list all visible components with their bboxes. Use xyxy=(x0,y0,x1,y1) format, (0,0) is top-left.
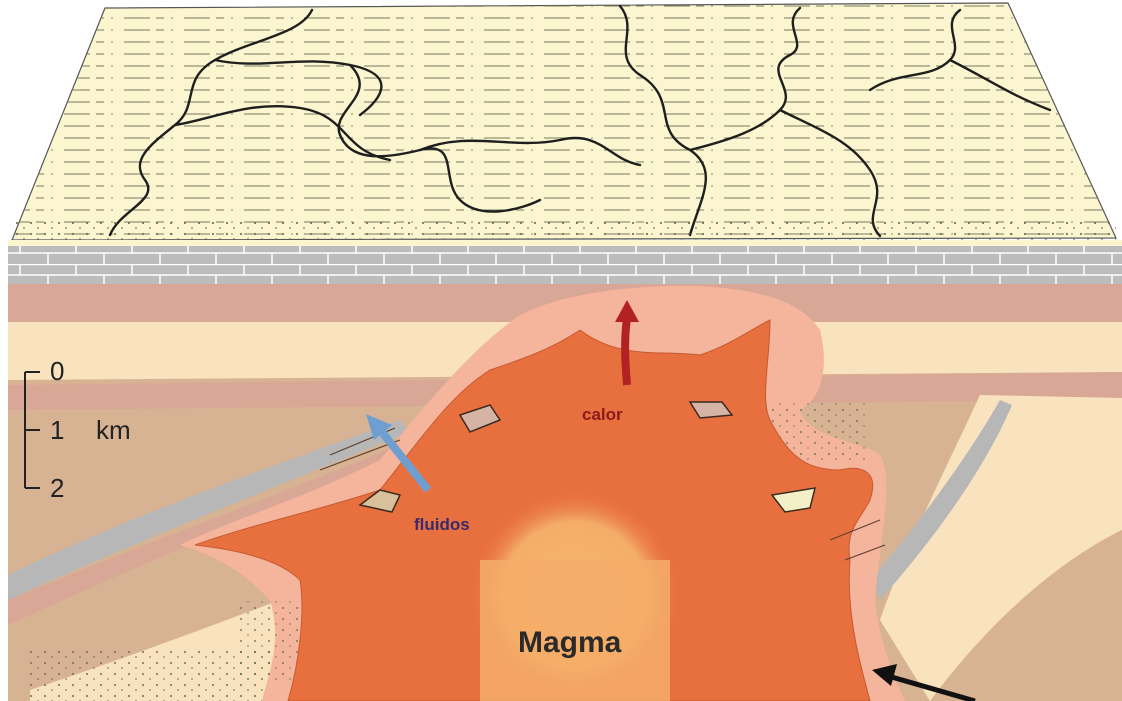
fluids-label: fluidos xyxy=(414,515,470,534)
heat-label: calor xyxy=(582,405,623,424)
scale-tick-2: 2 xyxy=(50,473,64,503)
limestone-bed xyxy=(8,244,1122,284)
scale-tick-1: 1 xyxy=(50,415,64,445)
magma-label: Magma xyxy=(518,626,622,659)
scale-unit: km xyxy=(96,415,131,445)
scale-tick-0: 0 xyxy=(50,356,64,386)
top-surface xyxy=(12,3,1116,240)
